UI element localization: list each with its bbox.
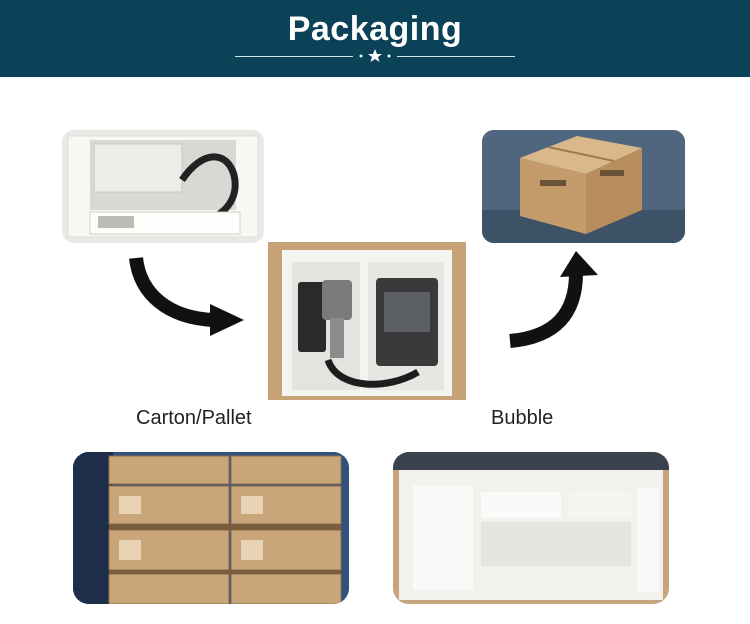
header-banner: Packaging: [0, 0, 750, 77]
photo-foam-inserts: [393, 452, 669, 604]
arrow-to-carton-icon: [509, 251, 598, 348]
header-rule-left: [235, 56, 353, 57]
caption-carton-pallet: Carton/Pallet: [136, 407, 252, 429]
photo-device-packed: [268, 242, 466, 400]
arrow-to-center-icon: [129, 256, 244, 336]
photo-carton-box: [482, 130, 685, 243]
star-ornament-icon: [359, 49, 391, 62]
page-title: Packaging: [287, 10, 463, 48]
photo-device-in-foam: [62, 130, 264, 243]
header-rule-right: [397, 56, 515, 57]
caption-bubble: Bubble: [491, 407, 554, 429]
photo-stacked-cartons: [73, 452, 349, 604]
